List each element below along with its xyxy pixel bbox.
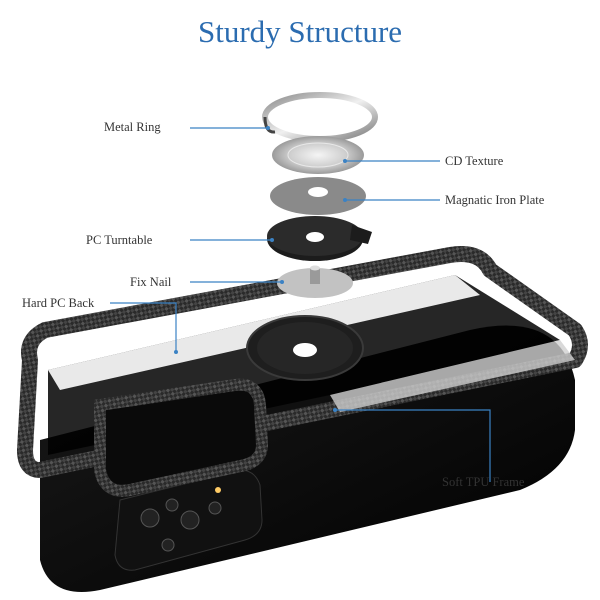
leader-dots: [174, 126, 347, 412]
label-iron-plate: Magnatic Iron Plate: [445, 193, 545, 207]
iron-plate-part: [270, 177, 366, 215]
diagram-title: Sturdy Structure: [197, 14, 403, 49]
label-fix-nail: Fix Nail: [130, 275, 172, 289]
label-cd-texture: CD Texture: [445, 154, 504, 168]
leader-lines: [110, 127, 491, 482]
metal-ring-part: [262, 92, 378, 142]
cd-texture-part: [272, 136, 364, 174]
camera-lenses: [140, 487, 222, 552]
label-pc-turntable: PC Turntable: [86, 233, 153, 247]
label-soft-tpu-frame: Soft TPU Frame: [442, 475, 525, 489]
pc-turntable-part: [267, 216, 372, 261]
label-metal-ring: Metal Ring: [104, 120, 161, 134]
fix-nail-part: [277, 265, 353, 298]
case-turntable: [246, 315, 364, 381]
label-hard-pc-back: Hard PC Back: [22, 296, 95, 310]
case-side-highlight: [330, 340, 575, 412]
